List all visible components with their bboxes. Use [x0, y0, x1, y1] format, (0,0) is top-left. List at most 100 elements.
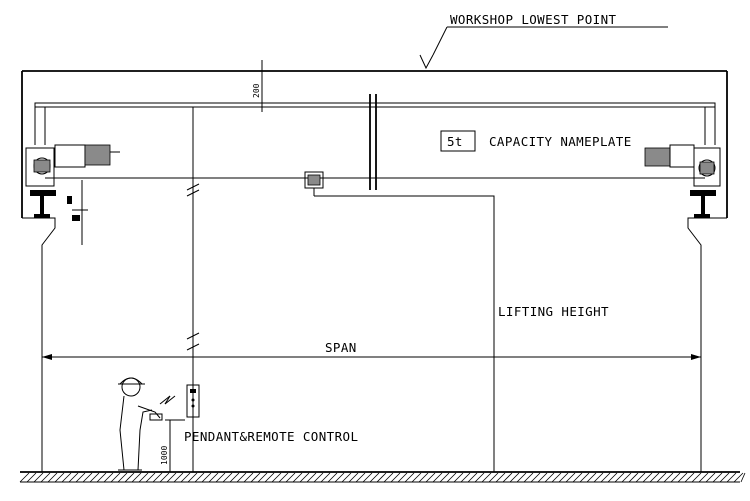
floor-hatch-line: [355, 472, 366, 483]
floor-hatch-line: [740, 472, 746, 483]
floor-hatch-line: [327, 472, 338, 483]
left-end-carriage: [25, 144, 120, 245]
floor-hatch-line: [285, 472, 296, 483]
floor-hatch-line: [187, 472, 198, 483]
hoist-line: [186, 107, 200, 472]
floor-hatch-line: [306, 472, 317, 483]
floor-hatch-line: [110, 472, 121, 483]
floor-hatch-line: [390, 472, 401, 483]
floor-hatch-line: [194, 472, 205, 483]
floor-hatch-line: [19, 472, 30, 483]
floor-hatch-line: [159, 472, 170, 483]
floor-hatch-line: [607, 472, 618, 483]
capacity-nameplate-label: CAPACITY NAMEPLATE: [489, 134, 632, 149]
floor-hatch-line: [614, 472, 625, 483]
floor-hatch-line: [663, 472, 674, 483]
hoist-trolley: [304, 171, 495, 472]
floor-hatch-line: [236, 472, 247, 483]
span-dimension: SPAN: [42, 340, 701, 360]
floor-hatch-line: [698, 472, 709, 483]
floor-hatch-line: [362, 472, 373, 483]
floor-hatch-line: [488, 472, 499, 483]
floor-hatch-line: [719, 472, 730, 483]
floor-hatch-line: [579, 472, 590, 483]
floor-hatch-line: [117, 472, 128, 483]
floor: [19, 471, 746, 483]
floor-hatch-line: [89, 472, 100, 483]
floor-hatch-line: [152, 472, 163, 483]
floor-hatch-line: [432, 472, 443, 483]
floor-hatch-line: [103, 472, 114, 483]
floor-hatch-line: [341, 472, 352, 483]
floor-hatch-line: [243, 472, 254, 483]
floor-hatch-line: [299, 472, 310, 483]
floor-hatch-line: [656, 472, 667, 483]
floor-hatch-line: [264, 472, 275, 483]
pendant-height-value: 1000: [160, 446, 169, 465]
floor-hatch-line: [530, 472, 541, 483]
workshop-lowest-point-marker: WORKSHOP LOWEST POINT: [419, 12, 668, 70]
clearance-dimension-value: 200: [252, 83, 261, 98]
floor-hatch-line: [537, 472, 548, 483]
floor-hatch-line: [670, 472, 681, 483]
pendant-control: [159, 384, 200, 418]
floor-hatch-line: [726, 472, 737, 483]
floor-hatch-line: [334, 472, 345, 483]
floor-hatch-line: [201, 472, 212, 483]
floor-hatch-line: [208, 472, 219, 483]
floor-hatch-line: [75, 472, 86, 483]
capacity-box-label: 5t: [447, 134, 463, 149]
capacity-nameplate: 5t CAPACITY NAMEPLATE: [440, 130, 632, 152]
floor-hatch-line: [257, 472, 268, 483]
floor-hatch-line: [523, 472, 534, 483]
floor-hatch-line: [474, 472, 485, 483]
floor-hatch-line: [565, 472, 576, 483]
floor-hatch-line: [600, 472, 611, 483]
floor-hatch-line: [348, 472, 359, 483]
floor-hatch-line: [96, 472, 107, 483]
floor-hatch-line: [404, 472, 415, 483]
floor-hatch-line: [124, 472, 135, 483]
floor-hatch-line: [705, 472, 716, 483]
floor-hatch-line: [621, 472, 632, 483]
floor-hatch-line: [642, 472, 653, 483]
floor-hatch-line: [411, 472, 422, 483]
floor-hatch-line: [61, 472, 72, 483]
floor-hatch-line: [460, 472, 471, 483]
floor-hatch-line: [68, 472, 79, 483]
floor-hatch-line: [47, 472, 58, 483]
floor-hatch-line: [180, 472, 191, 483]
operator-figure: [118, 377, 163, 471]
floor-hatch-line: [40, 472, 51, 483]
floor-hatch-line: [278, 472, 289, 483]
floor-hatch-line: [173, 472, 184, 483]
floor-hatch-line: [558, 472, 569, 483]
floor-hatch-line: [733, 472, 744, 483]
floor-hatch-line: [222, 472, 233, 483]
floor-hatch-line: [425, 472, 436, 483]
right-end-carriage: [644, 144, 721, 218]
floor-hatch-line: [320, 472, 331, 483]
floor-hatch-line: [131, 472, 142, 483]
floor-hatch-line: [691, 472, 702, 483]
span-label: SPAN: [325, 340, 357, 355]
floor-hatch-line: [516, 472, 527, 483]
floor-hatch-line: [376, 472, 387, 483]
floor-hatch-line: [166, 472, 177, 483]
pendant-height-dimension: 1000: [160, 419, 185, 472]
main-girder: [34, 94, 716, 190]
floor-hatch-line: [495, 472, 506, 483]
floor-hatch-line: [271, 472, 282, 483]
pendant-remote-control-label: PENDANT&REMOTE CONTROL: [184, 429, 358, 444]
floor-hatch-line: [593, 472, 604, 483]
floor-hatch-line: [250, 472, 261, 483]
floor-hatch-line: [383, 472, 394, 483]
floor-hatch-line: [292, 472, 303, 483]
floor-hatch-line: [467, 472, 478, 483]
floor-hatch-line: [215, 472, 226, 483]
floor-hatch-line: [439, 472, 450, 483]
floor-hatch-line: [712, 472, 723, 483]
floor-hatch-line: [677, 472, 688, 483]
